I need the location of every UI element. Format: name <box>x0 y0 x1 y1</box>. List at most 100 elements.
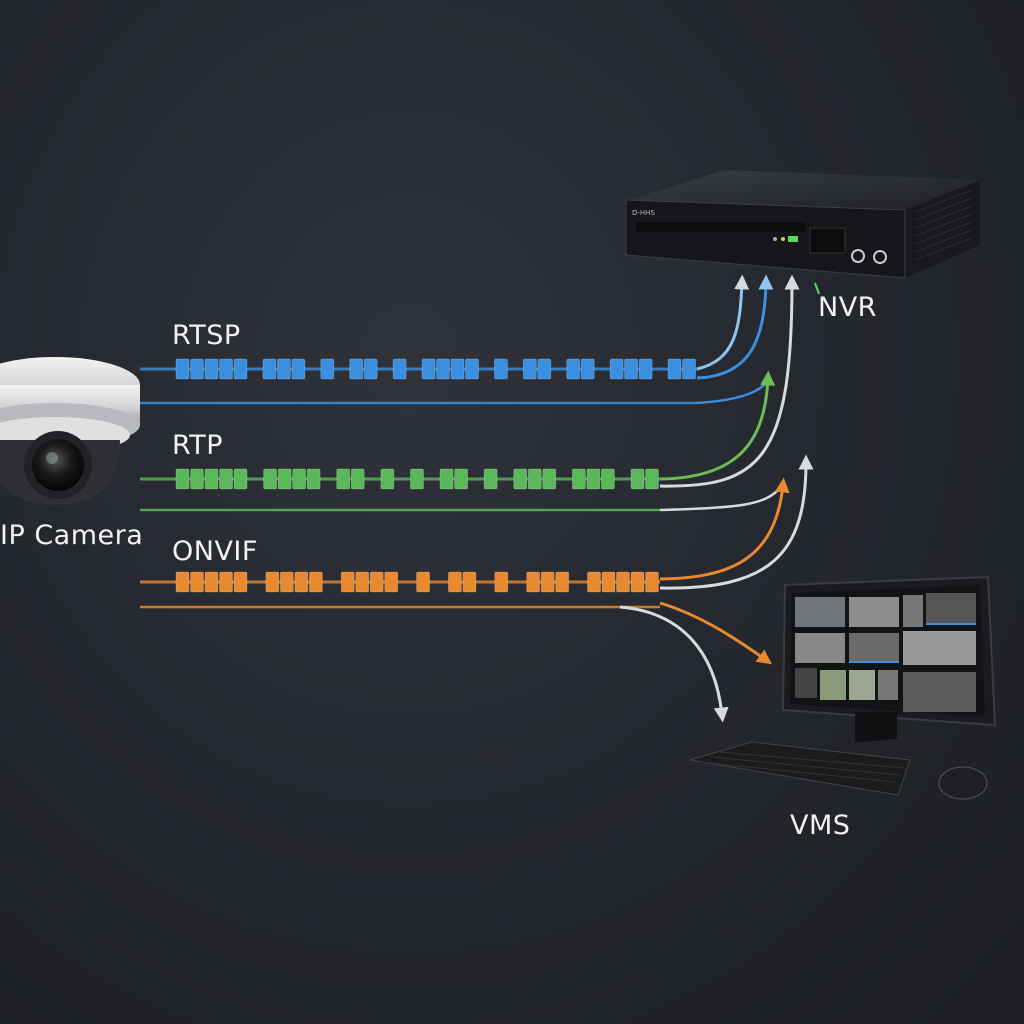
packet-block <box>537 358 552 380</box>
packet-block <box>294 571 309 593</box>
nvr-label: NVR <box>818 292 877 323</box>
rtsp-line-merge <box>696 381 768 405</box>
packet-block <box>349 358 364 380</box>
packet-block <box>609 358 624 380</box>
packet-block <box>645 468 659 490</box>
ip-camera-label: IP Camera <box>0 520 144 551</box>
packet-block <box>350 468 365 490</box>
packet-block <box>363 358 378 380</box>
packet-block <box>465 358 479 380</box>
packet-block <box>630 468 645 490</box>
packet-block <box>410 468 424 490</box>
packet-block <box>291 358 306 380</box>
rtsp-arrow-to-nvr-2 <box>696 274 774 380</box>
packet-block <box>384 571 399 593</box>
packet-block <box>566 358 581 380</box>
packet-block <box>292 468 307 490</box>
packet-block <box>336 468 351 490</box>
packet-block <box>630 571 645 593</box>
packet-block <box>219 571 233 593</box>
packet-block <box>555 571 570 593</box>
packet-block <box>542 468 557 490</box>
packet-block <box>308 571 323 593</box>
packet-block <box>540 571 555 593</box>
packet-block <box>667 358 682 380</box>
packet-block <box>513 468 528 490</box>
packet-block <box>175 358 190 380</box>
packet-block <box>175 571 190 593</box>
packet-block <box>624 358 638 380</box>
packet-block <box>369 571 384 593</box>
packet-block <box>204 571 219 593</box>
packet-block <box>638 358 653 380</box>
packet-block <box>436 358 450 380</box>
onvif-arrow-to-nvr-white <box>659 454 814 590</box>
rtp-arrow-to-nvr <box>659 370 776 481</box>
rtp-arrow-to-nvr-white <box>659 274 800 488</box>
packet-block <box>204 468 219 490</box>
workstation-monitor-icon <box>689 575 997 800</box>
packet-block <box>380 468 395 490</box>
packet-block <box>448 571 462 593</box>
packet-block <box>279 571 294 593</box>
nvr-brand-text: D-HHS <box>632 209 655 217</box>
packet-block <box>580 358 595 380</box>
packet-block <box>233 358 248 380</box>
packet-block <box>233 571 248 593</box>
packet-block <box>219 468 233 490</box>
onvif-arrow-to-vms <box>659 601 773 665</box>
packet-block <box>493 358 508 380</box>
packet-block <box>616 571 630 593</box>
camera-feed-tiles <box>795 593 976 712</box>
packet-block <box>494 571 509 593</box>
packet-block <box>450 358 465 380</box>
packet-block <box>340 571 355 593</box>
packet-block <box>645 571 659 593</box>
nvr-recorder-icon: D-HHS <box>625 170 980 279</box>
packet-block <box>454 468 468 490</box>
packet-block <box>571 468 586 490</box>
nvr-status-light <box>814 282 820 295</box>
packet-block <box>421 358 436 380</box>
packet-block <box>175 468 190 490</box>
onvif-label: ONVIF <box>172 536 258 567</box>
packet-block <box>522 358 537 380</box>
packet-block <box>276 358 291 380</box>
protocol-streams <box>140 274 814 723</box>
packet-block <box>355 571 370 593</box>
packet-block <box>587 571 601 593</box>
packet-block <box>483 468 498 490</box>
packet-block <box>204 358 219 380</box>
packet-block <box>600 468 615 490</box>
onvif-arrow-to-nvr <box>659 477 790 581</box>
packet-block <box>526 571 541 593</box>
rtsp-arrow-to-nvr-1 <box>696 274 750 371</box>
packet-block <box>190 358 204 380</box>
packet-block <box>306 468 321 490</box>
packet-block <box>190 468 204 490</box>
packet-block <box>439 468 454 490</box>
packet-block <box>682 358 696 380</box>
packet-block <box>265 571 280 593</box>
packet-block <box>586 468 601 490</box>
packet-block <box>462 571 477 593</box>
packet-block <box>320 358 335 380</box>
rtp-line-merge <box>659 487 781 512</box>
packet-block <box>277 468 292 490</box>
vms-label: VMS <box>790 810 851 841</box>
packet-block <box>233 468 248 490</box>
packet-block <box>190 571 204 593</box>
packet-block <box>262 358 277 380</box>
packet-block <box>219 358 233 380</box>
onvif-arrow-to-vms-white <box>619 605 729 723</box>
packet-block <box>527 468 542 490</box>
packet-block <box>392 358 407 380</box>
rtsp-label: RTSP <box>172 320 241 351</box>
packet-block <box>263 468 278 490</box>
packet-block <box>416 571 430 593</box>
ip-camera-icon <box>0 357 140 505</box>
packet-block <box>601 571 616 593</box>
rtp-label: RTP <box>172 430 224 461</box>
